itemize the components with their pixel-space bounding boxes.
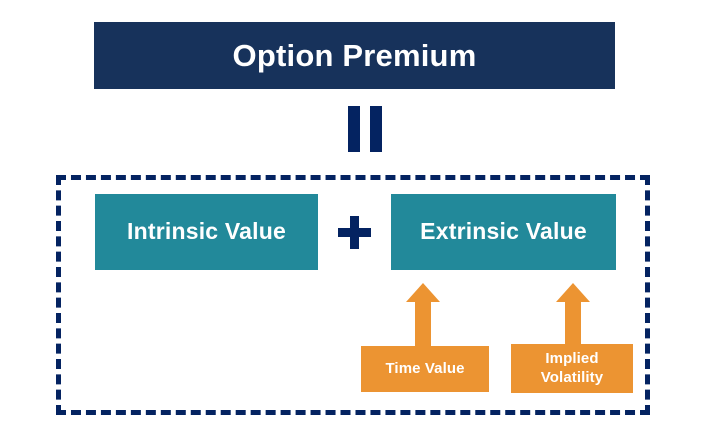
extrinsic-value-box: Extrinsic Value (391, 194, 616, 270)
intrinsic-value-box: Intrinsic Value (95, 194, 318, 270)
arrow-up-icon-implied-volatility (556, 283, 590, 347)
time-value-box: Time Value (361, 346, 489, 392)
implied-volatility-label-line2: Volatility (540, 368, 604, 386)
implied-volatility-label-line1: Implied (545, 349, 599, 367)
equals-bar-left (348, 106, 360, 152)
plus-bar-vertical (350, 216, 359, 249)
option-premium-title-box: Option Premium (94, 22, 615, 89)
premium-components-group-border (56, 175, 650, 415)
page-title: Option Premium (232, 38, 477, 73)
arrow-up-icon-time-value (406, 283, 440, 347)
plus-operator-icon (338, 216, 371, 249)
extrinsic-value-label: Extrinsic Value (420, 218, 587, 245)
intrinsic-value-label: Intrinsic Value (127, 218, 286, 245)
equals-bar-right (370, 106, 382, 152)
time-value-label: Time Value (385, 359, 465, 377)
implied-volatility-label: Implied Volatility (541, 350, 603, 388)
equals-operator-icon (348, 106, 382, 152)
implied-volatility-box: Implied Volatility (511, 344, 633, 393)
